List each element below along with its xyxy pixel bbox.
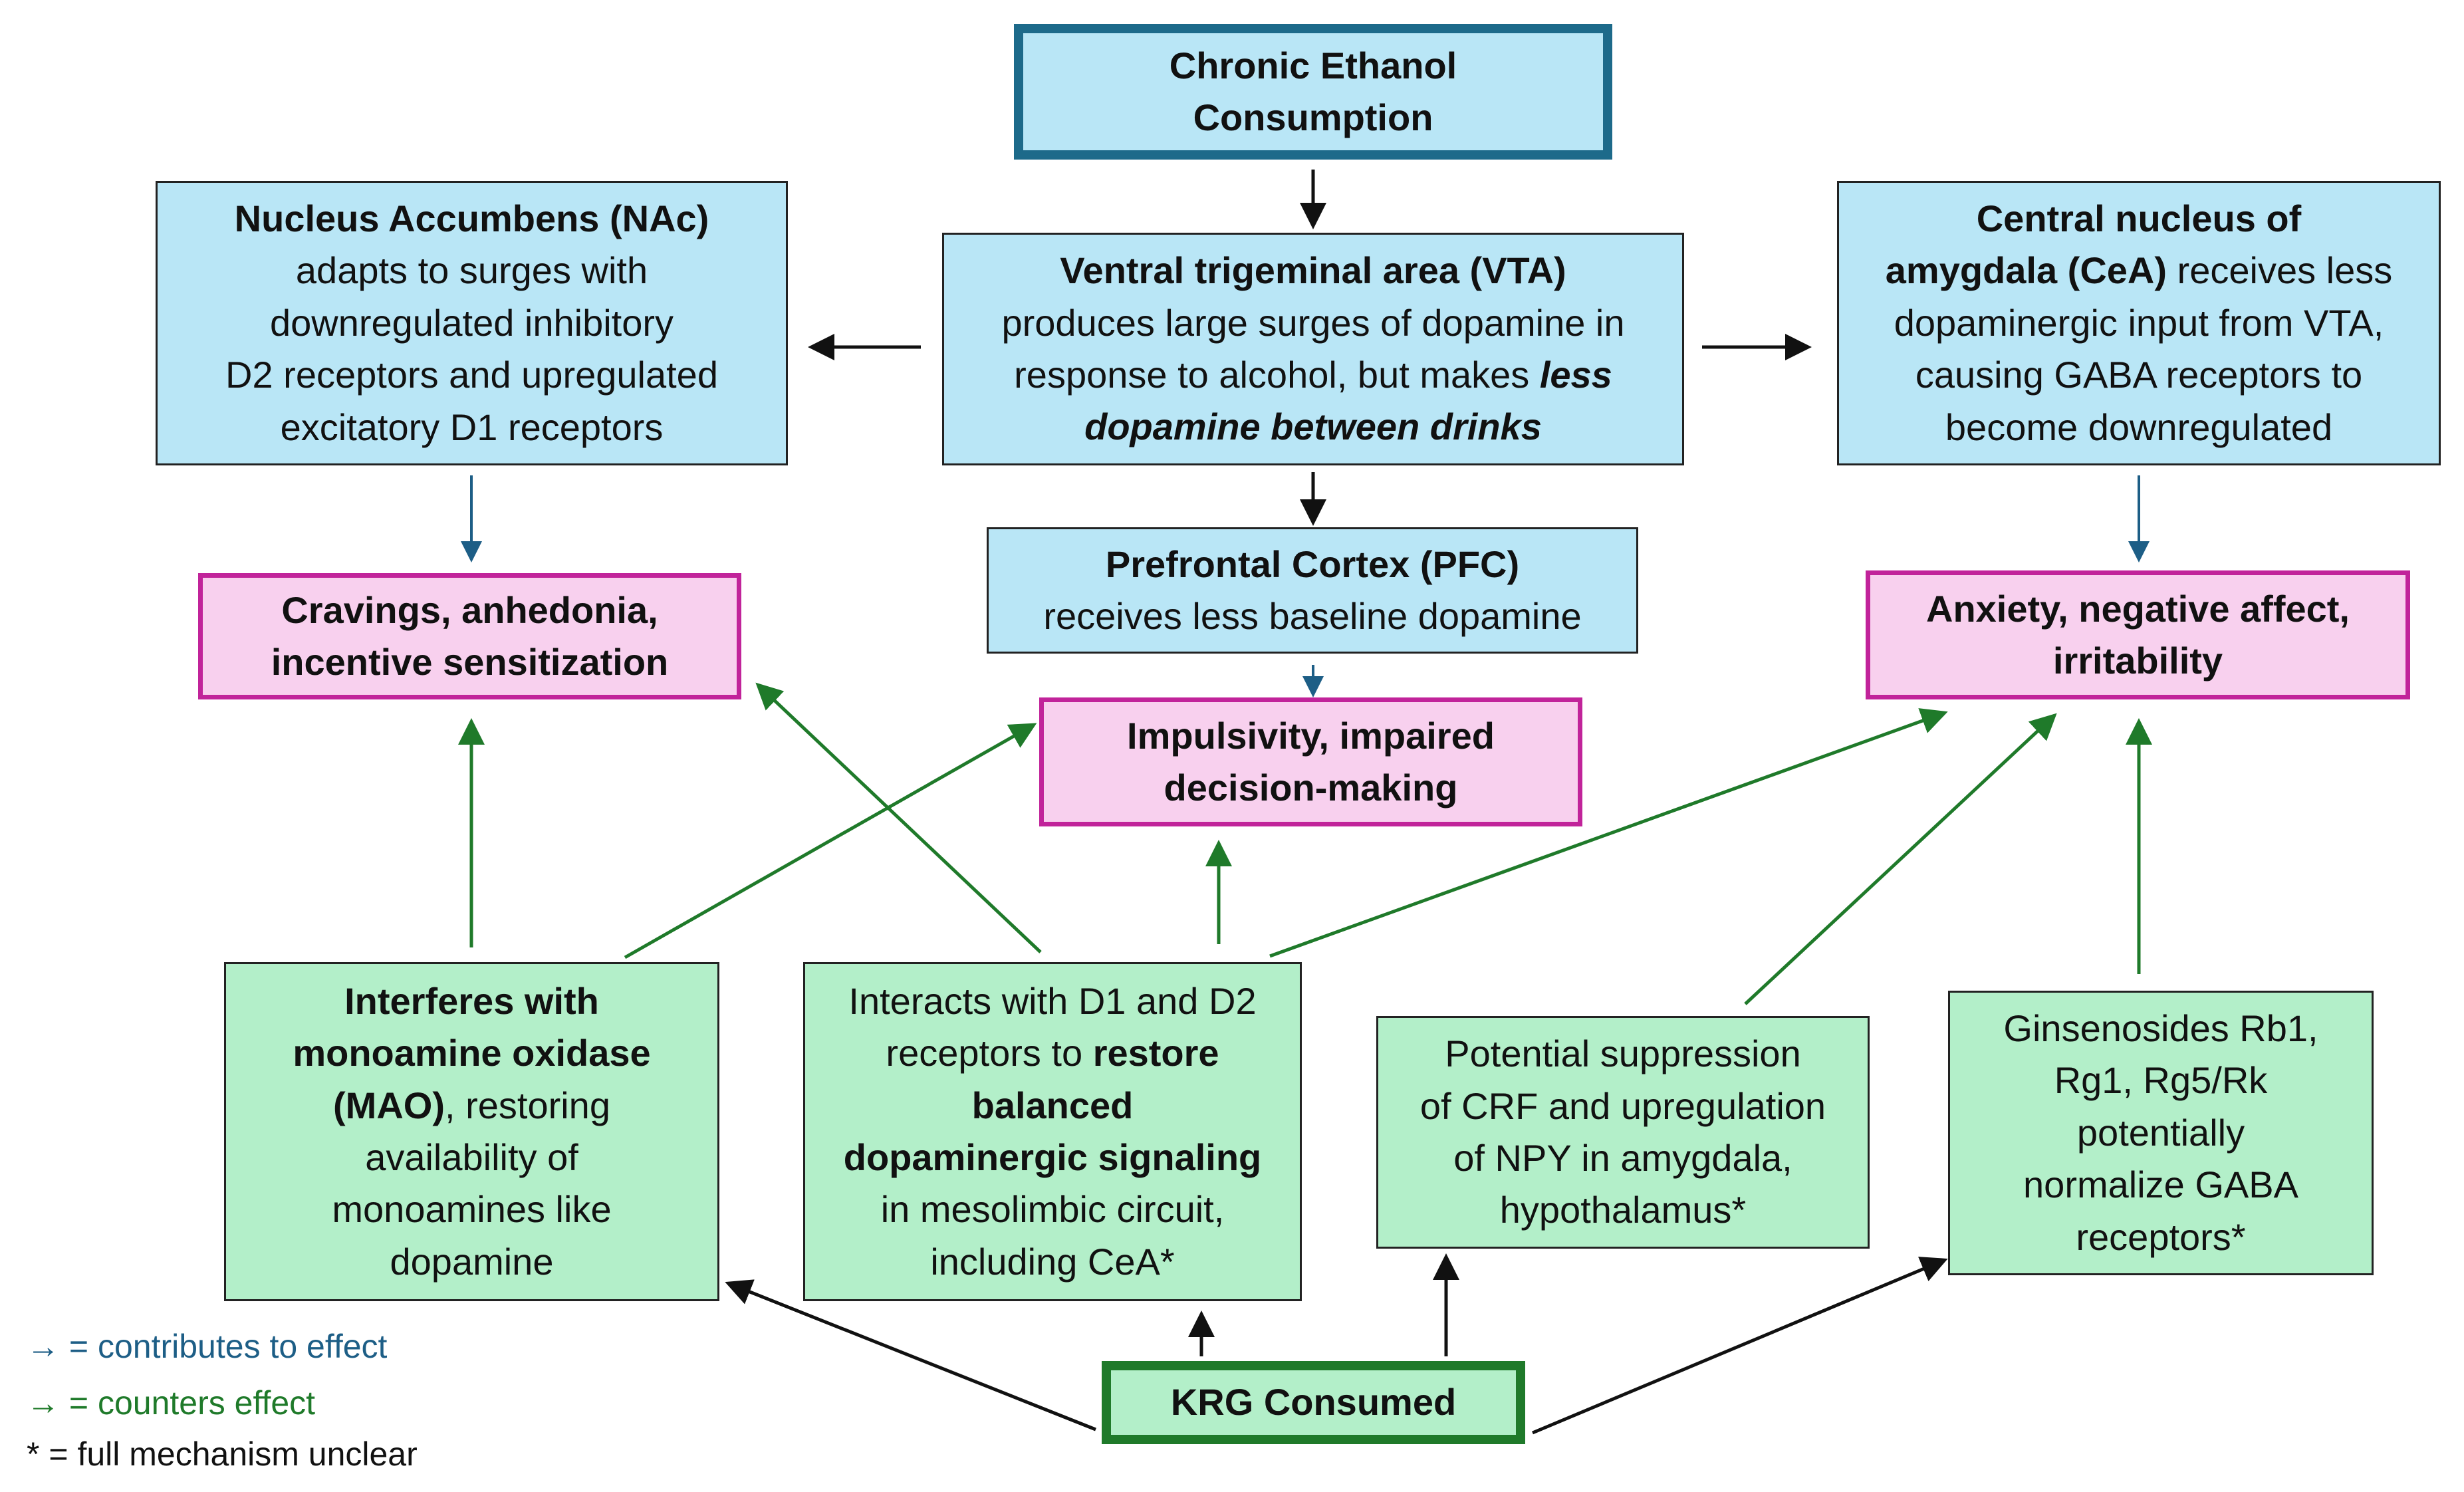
gins-line-2: Rg1, Rg5/Rk [2054,1059,2268,1102]
anxiety-line-1: Anxiety, negative affect, [1926,587,2350,630]
mao-bold-line-2: monoamine oxidase [293,1032,651,1074]
vta-line-1: produces large surges of dopamine in [1001,301,1625,344]
node-anxiety: Anxiety, negative affect, irritability [1866,570,2410,699]
crf-line-1: Potential suppression [1445,1033,1801,1075]
ethanol-line-2: Consumption [1193,96,1433,138]
gins-line-3: potentially [2076,1111,2245,1154]
gins-line-5: receptors* [2076,1215,2246,1258]
cea-line-3: dopaminergic input from VTA, [1894,301,2384,344]
d1d2-bold-line-3: balanced [971,1084,1134,1126]
legend-contributes: → = contributes to effect [27,1328,388,1365]
vta-emphasis-less: less [1539,354,1612,396]
cea-line-5: become downregulated [1945,406,2333,448]
d1d2-line-1: Interacts with D1 and D2 [848,979,1257,1022]
mao-line-6: dopamine [390,1240,554,1283]
crf-line-2: of CRF and upregulation [1419,1084,1826,1127]
node-central-amygdala: Central nucleus of amygdala (CeA) receiv… [1837,181,2441,465]
crf-line-4: hypothalamus* [1499,1189,1747,1231]
nac-line-1: adapts to surges with [295,249,648,292]
nac-line-2: downregulated inhibitory [269,301,674,344]
cravings-line-1: Cravings, anhedonia, [281,588,658,631]
d1d2-line-2: receptors to restore [844,1027,1262,1079]
node-vta: Ventral trigeminal area (VTA) produces l… [942,233,1684,465]
vta-line-2: response to alcohol, but makes less [1001,349,1624,401]
vta-title: Ventral trigeminal area (VTA) [1060,249,1566,292]
cea-title-2: amygdala (CeA) [1885,249,2167,292]
node-d1-d2-signaling: Interacts with D1 and D2 receptors to re… [803,962,1302,1301]
anxiety-line-2: irritability [2052,640,2223,682]
mao-bold-line-3: (MAO) [333,1084,445,1126]
gins-line-1: Ginsenosides Rb1, [2003,1007,2318,1050]
impulsivity-line-1: Impulsivity, impaired [1127,714,1495,757]
nac-line-3: D2 receptors and upregulated [225,354,718,396]
ethanol-line-1: Chronic Ethanol [1169,44,1457,86]
node-chronic-ethanol: Chronic Ethanol Consumption [1014,24,1612,160]
arrow-crf-to-anxiety [1744,713,2057,1005]
d1d2-bold-restore: restore [1092,1032,1219,1074]
legend-counters: → = counters effect [27,1384,316,1422]
nac-title: Nucleus Accumbens (NAc) [234,197,709,240]
cea-line-4: causing GABA receptors to [1915,354,2363,396]
node-prefrontal-cortex: Prefrontal Cortex (PFC) receives less ba… [987,527,1638,654]
arrow-d1d2-to-cravings [755,682,1042,953]
cea-line-2-rest: receives less [2167,249,2393,292]
node-mao-interference: Interferes with monoamine oxidase (MAO),… [224,962,719,1301]
vta-emphasis-line-3: dopamine between drinks [1084,406,1542,448]
impulsivity-line-2: decision-making [1164,767,1458,808]
d1d2-bold-line-4: dopaminergic signaling [843,1136,1262,1178]
mao-line-3-rest: , restoring [444,1084,610,1126]
cea-title-1: Central nucleus of [1976,197,2302,240]
cea-line-2: amygdala (CeA) receives less [1886,245,2392,297]
gins-line-4: normalize GABA [2023,1164,2298,1206]
cravings-line-2: incentive sensitization [271,641,669,683]
node-impulsivity: Impulsivity, impaired decision-making [1039,697,1582,826]
arrow-d1d2-to-anxiety [1269,708,1948,958]
pfc-title: Prefrontal Cortex (PFC) [1105,543,1520,585]
d1d2-line-2-text: receptors to [886,1032,1093,1074]
node-ginsenosides: Ginsenosides Rb1, Rg1, Rg5/Rk potentiall… [1948,991,2374,1275]
d1d2-line-6: including CeA* [930,1240,1175,1283]
mao-line-5: monoamines like [332,1188,612,1231]
vta-line-2-text: response to alcohol, but makes [1014,354,1540,396]
arrow-mao-to-impulsivity [624,723,1037,959]
mao-line-3: (MAO), restoring [293,1080,650,1132]
legend-unclear: * = full mechanism unclear [27,1435,418,1473]
krg-label: KRG Consumed [1170,1381,1457,1424]
arrow-krg-to-mao [725,1279,1096,1431]
nac-line-4: excitatory D1 receptors [280,406,664,448]
pfc-line-1: receives less baseline dopamine [1043,595,1582,637]
d1d2-line-5: in mesolimbic circuit, [880,1188,1225,1231]
arrow-krg-to-gins [1532,1257,1948,1435]
mao-bold-line-1: Interferes with [344,979,599,1022]
mao-line-4: availability of [365,1136,578,1178]
node-nucleus-accumbens: Nucleus Accumbens (NAc) adapts to surges… [156,181,788,465]
node-crf-npy: Potential suppression of CRF and upregul… [1376,1016,1870,1249]
crf-line-3: of NPY in amygdala, [1453,1137,1792,1179]
node-cravings: Cravings, anhedonia, incentive sensitiza… [198,573,741,699]
node-krg-consumed: KRG Consumed [1102,1361,1525,1444]
